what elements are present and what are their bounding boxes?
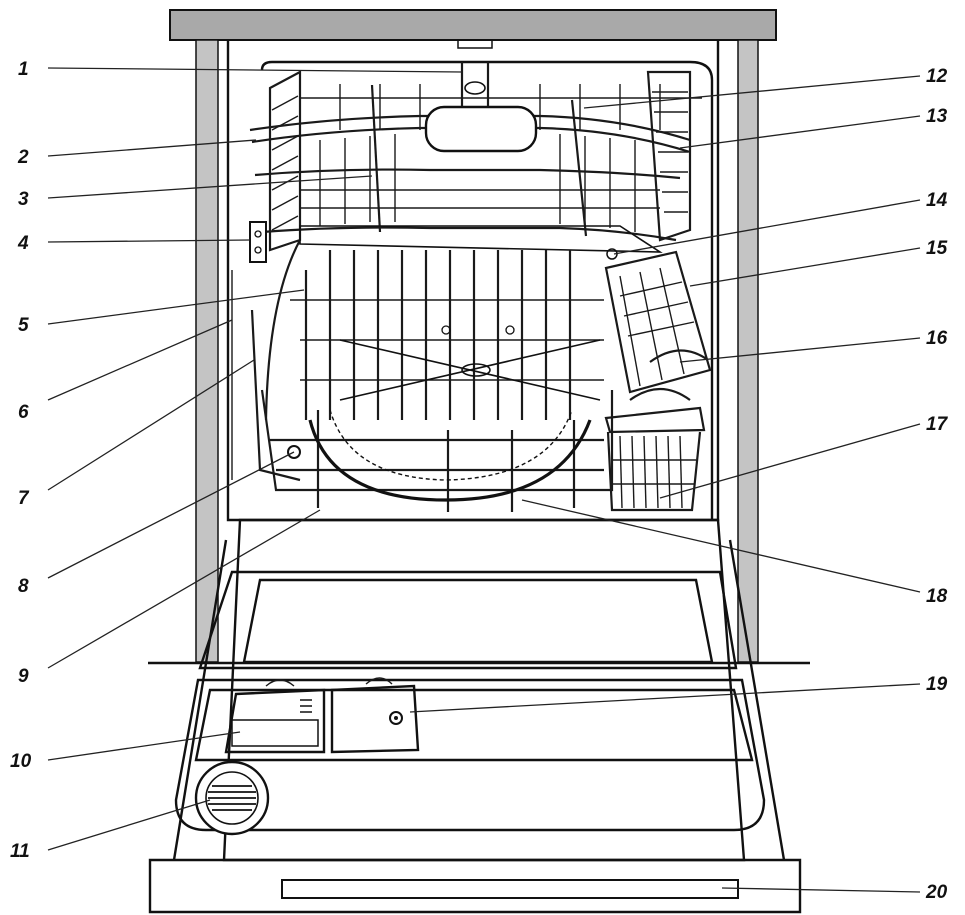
callout-13: 13 bbox=[926, 106, 948, 127]
callout-1: 1 bbox=[18, 59, 29, 80]
leader-16 bbox=[679, 337, 921, 363]
callout-9: 9 bbox=[18, 666, 29, 687]
lower-rack bbox=[250, 239, 614, 512]
upper-rack bbox=[249, 62, 702, 263]
leader-1 bbox=[47, 67, 463, 73]
callout-7: 7 bbox=[18, 488, 30, 509]
callout-19: 19 bbox=[926, 674, 948, 695]
callout-6: 6 bbox=[18, 402, 29, 423]
leader-9 bbox=[47, 509, 321, 669]
leader-14 bbox=[613, 199, 921, 255]
leader-18 bbox=[521, 499, 921, 593]
callout-14: 14 bbox=[926, 190, 948, 211]
rinse-aid-dispenser bbox=[330, 684, 420, 754]
door bbox=[148, 518, 802, 914]
rack-adjuster bbox=[249, 221, 267, 263]
leader-7 bbox=[47, 359, 255, 491]
left-side-panel bbox=[195, 39, 219, 663]
callout-20: 20 bbox=[925, 882, 948, 903]
silverware-basket bbox=[604, 250, 712, 512]
leader-15 bbox=[689, 247, 921, 287]
leader-19 bbox=[409, 683, 921, 713]
callout-8: 8 bbox=[18, 576, 29, 597]
callout-4: 4 bbox=[17, 233, 29, 254]
leader-13 bbox=[679, 115, 921, 149]
callout-16: 16 bbox=[926, 328, 948, 349]
callout-3: 3 bbox=[18, 189, 29, 210]
upper-rack-top-rail bbox=[249, 114, 691, 142]
leader-2 bbox=[47, 139, 257, 157]
upper-rack-handle bbox=[424, 105, 538, 153]
callout-2: 2 bbox=[17, 147, 29, 168]
basket-handle bbox=[649, 349, 709, 363]
detergent-dispenser bbox=[224, 688, 326, 754]
leader-20 bbox=[721, 887, 921, 893]
tub-interior-outline bbox=[260, 60, 714, 520]
callout-labels: 1 2 3 4 5 6 7 8 9 10 11 12 13 14 15 16 1… bbox=[10, 59, 949, 903]
callout-5: 5 bbox=[18, 315, 29, 336]
lower-spray-arm bbox=[308, 325, 601, 502]
callout-15: 15 bbox=[926, 238, 948, 259]
leader-8 bbox=[47, 451, 295, 579]
countertop bbox=[169, 9, 777, 41]
leader-3 bbox=[47, 175, 373, 199]
vent-grille bbox=[194, 760, 270, 836]
vent-top bbox=[457, 39, 493, 49]
callout-18: 18 bbox=[926, 586, 948, 607]
callout-11: 11 bbox=[10, 841, 30, 862]
leader-4 bbox=[47, 239, 251, 243]
control-strip bbox=[281, 879, 739, 899]
leader-lines bbox=[47, 67, 921, 893]
dispensers bbox=[224, 677, 420, 754]
callout-10: 10 bbox=[10, 751, 32, 772]
leader-17 bbox=[659, 423, 921, 499]
upper-spray-arm bbox=[299, 225, 663, 253]
door-lower-panel bbox=[174, 678, 766, 832]
leader-10 bbox=[47, 731, 241, 761]
leader-12 bbox=[583, 75, 921, 109]
door-inner-panel bbox=[198, 570, 738, 670]
callout-17: 17 bbox=[926, 414, 949, 435]
leader-6 bbox=[47, 319, 233, 401]
callout-12: 12 bbox=[926, 66, 948, 87]
leader-11 bbox=[47, 799, 211, 851]
right-side-panel bbox=[737, 39, 759, 663]
spray-arm-hub bbox=[461, 363, 491, 377]
leader-5 bbox=[47, 289, 305, 325]
